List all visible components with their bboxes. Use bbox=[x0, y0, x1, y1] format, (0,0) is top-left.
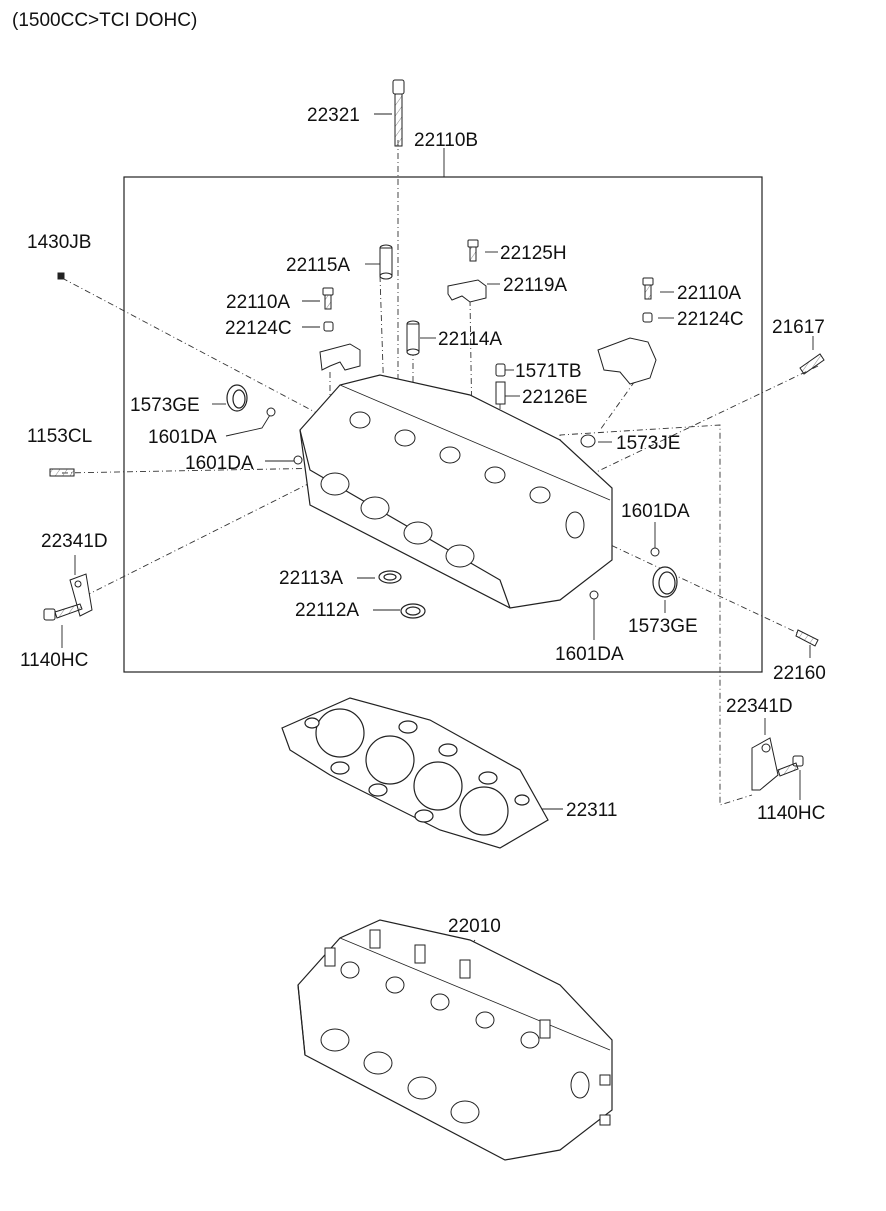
label-1573GE-top: 1573GE bbox=[130, 395, 200, 416]
bracket-22341D-left bbox=[69, 573, 93, 617]
label-1140HC-left: 1140HC bbox=[20, 650, 88, 671]
bracket-22119A bbox=[447, 279, 487, 303]
cam-cap-left bbox=[319, 343, 361, 371]
label-22341D-left: 22341D bbox=[41, 531, 108, 552]
stud-21617 bbox=[799, 353, 825, 375]
label-1601DA-2: 1601DA bbox=[185, 453, 254, 474]
assembly-frame bbox=[123, 176, 763, 673]
label-22126E: 22126E bbox=[522, 387, 588, 408]
label-22010: 22010 bbox=[448, 916, 501, 937]
bolt-22110A-left bbox=[322, 287, 334, 310]
dowel-22114A bbox=[406, 320, 420, 356]
bracket-22341D-right bbox=[751, 737, 779, 791]
dowel-22115A bbox=[379, 244, 393, 280]
label-1153CL: 1153CL bbox=[27, 426, 92, 447]
cam-cap-right bbox=[597, 337, 657, 385]
cylinder-head-assembly-22010 bbox=[297, 919, 613, 1161]
head-ports-exploded bbox=[320, 411, 585, 568]
seal-1573GE-bottom bbox=[652, 566, 678, 598]
label-1571TB: 1571TB bbox=[515, 361, 582, 382]
label-22124C-left: 22124C bbox=[225, 318, 292, 339]
dowel-22126E bbox=[495, 381, 506, 405]
label-22124C-right: 22124C bbox=[677, 309, 744, 330]
label-22341D-right: 22341D bbox=[726, 696, 793, 717]
washer-22124C-right bbox=[642, 312, 653, 323]
bolt-22125H bbox=[467, 239, 479, 262]
label-22110B: 22110B bbox=[414, 130, 478, 151]
label-22311: 22311 bbox=[566, 800, 617, 821]
label-1601DA-1: 1601DA bbox=[148, 427, 217, 448]
label-1601DA-3: 1601DA bbox=[621, 501, 690, 522]
bolt-22321 bbox=[392, 79, 405, 147]
pin-1153CL bbox=[49, 468, 75, 477]
plug-1601DA-markers bbox=[266, 407, 660, 600]
label-22125H: 22125H bbox=[500, 243, 567, 264]
label-1601DA-4: 1601DA bbox=[555, 644, 624, 665]
label-22160: 22160 bbox=[773, 663, 826, 684]
stud-22160 bbox=[795, 629, 819, 647]
head-gasket-22311 bbox=[281, 697, 549, 849]
label-1430JB: 1430JB bbox=[27, 232, 91, 253]
label-22321: 22321 bbox=[307, 105, 360, 126]
label-1140HC-right: 1140HC bbox=[757, 803, 825, 824]
diagram-title: (1500CC>TCI DOHC) bbox=[12, 10, 198, 31]
label-22119A: 22119A bbox=[503, 275, 567, 296]
label-22113A: 22113A bbox=[279, 568, 343, 589]
label-21617: 21617 bbox=[772, 317, 825, 338]
label-22110A-right: 22110A bbox=[677, 283, 741, 304]
seal-1573GE-top bbox=[226, 384, 248, 412]
bolt-1140HC-left bbox=[43, 603, 83, 621]
label-22115A: 22115A bbox=[286, 255, 350, 276]
cylinder-head-exploded bbox=[299, 374, 613, 609]
label-22114A: 22114A bbox=[438, 329, 502, 350]
pin-1430JB bbox=[57, 272, 65, 280]
label-1573JE: 1573JE bbox=[616, 433, 680, 454]
label-22110A-left: 22110A bbox=[226, 292, 290, 313]
label-22112A: 22112A bbox=[295, 600, 359, 621]
label-1573GE-bottom: 1573GE bbox=[628, 616, 698, 637]
ring-22112A bbox=[400, 603, 426, 619]
head-assembly-ports bbox=[320, 929, 611, 1126]
bolt-1140HC-right bbox=[777, 755, 804, 777]
washer-22124C-left bbox=[323, 321, 334, 332]
cap-1573JE bbox=[580, 434, 596, 448]
ring-22113A bbox=[378, 570, 402, 584]
plug-1571TB bbox=[495, 363, 506, 377]
bolt-22110A-right bbox=[642, 277, 654, 300]
